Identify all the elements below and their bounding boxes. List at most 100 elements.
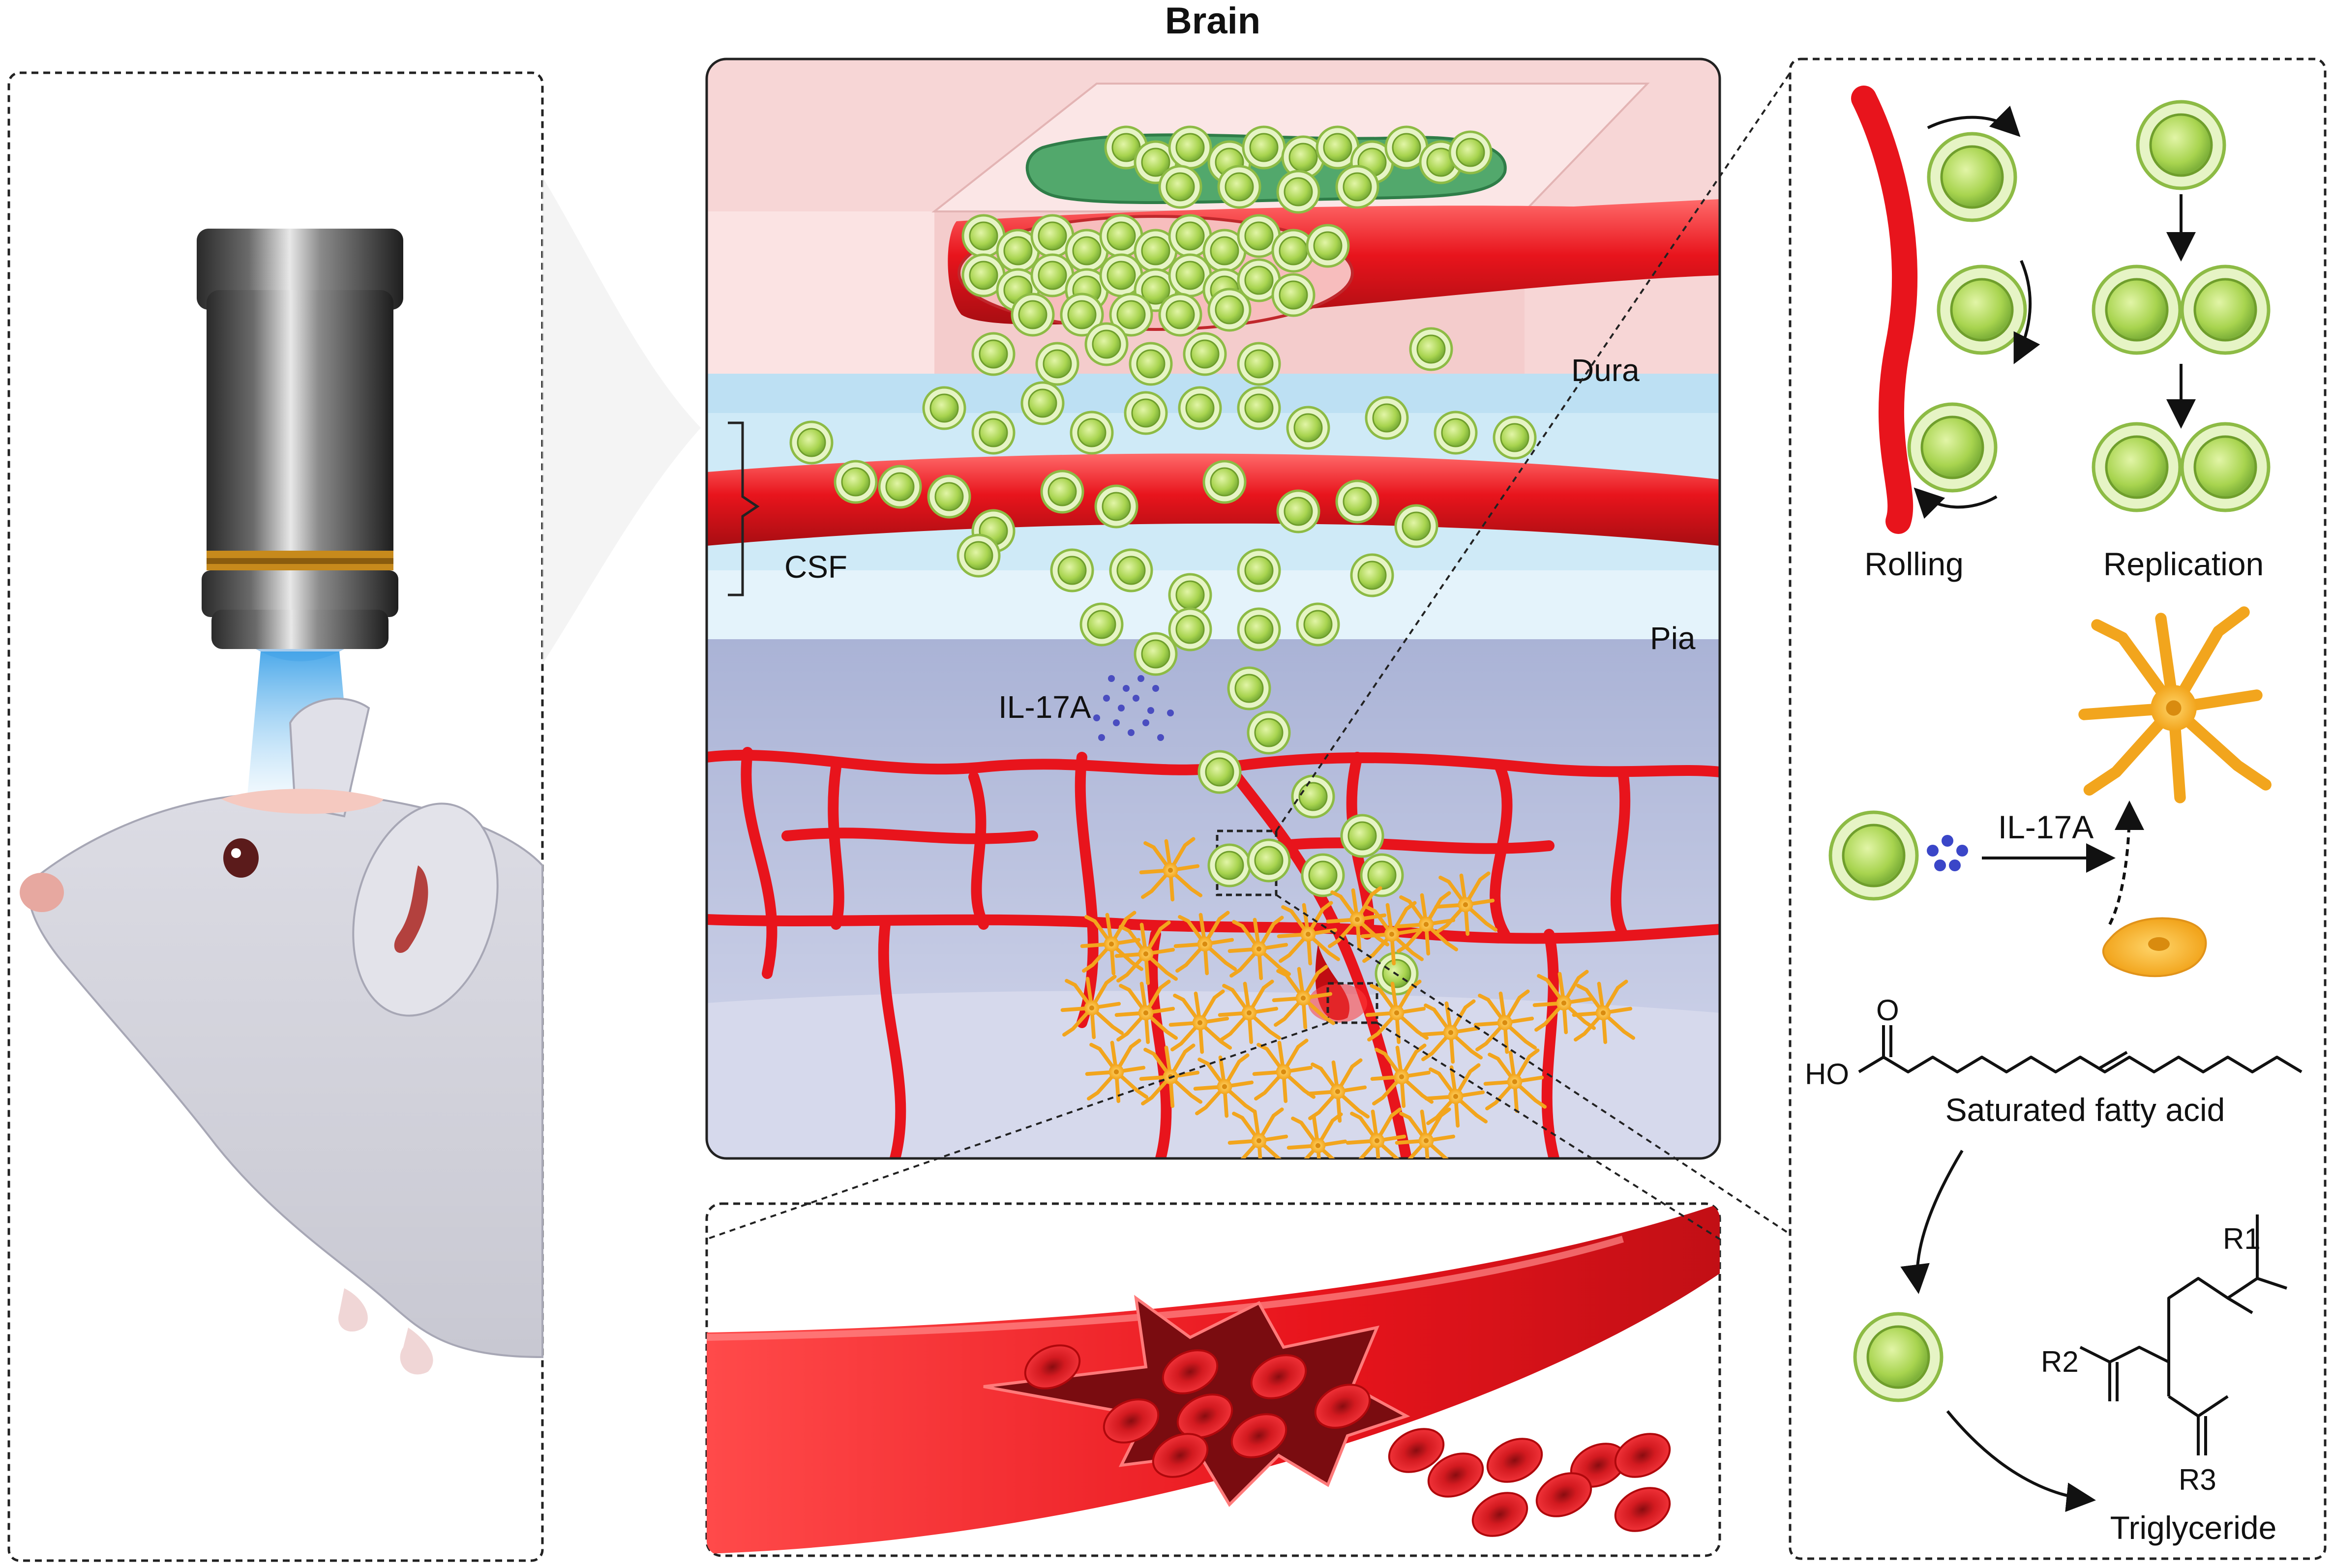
red-blood-cell <box>1388 1428 1445 1473</box>
t-cell <box>1209 289 1250 330</box>
t-cell <box>879 466 921 507</box>
t-cell <box>1337 481 1378 522</box>
csf-label: CSF <box>784 549 847 585</box>
red-blood-cell <box>1314 1384 1371 1429</box>
il17a-label: IL-17A <box>998 689 1091 725</box>
t-cell <box>1086 324 1127 365</box>
red-blood-cell <box>1614 1487 1671 1532</box>
mouse-illustration <box>20 698 543 1375</box>
il17a-secretion-dots <box>1927 835 1968 871</box>
left-panel <box>7 71 701 1562</box>
red-blood-cell <box>1250 1354 1307 1399</box>
t-cell <box>1410 328 1452 370</box>
t-cell <box>791 422 832 463</box>
red-blood-cell <box>1152 1433 1209 1478</box>
t-cell <box>1184 333 1226 375</box>
csf-bracket <box>728 421 760 596</box>
t-cell <box>1160 166 1201 207</box>
t-cell <box>1342 815 1383 857</box>
replication-label: Replication <box>2103 546 2264 582</box>
t-cell <box>1199 751 1240 793</box>
zoom-box-hemorrhage <box>1326 982 1378 1024</box>
red-blood-cell <box>1427 1452 1484 1498</box>
t-cell <box>924 387 965 429</box>
t-cell <box>1337 166 1378 207</box>
t-cell <box>1228 668 1270 709</box>
r3-label: R3 <box>2179 1463 2216 1496</box>
red-blood-cell <box>1230 1413 1287 1458</box>
t-cell <box>1248 712 1289 753</box>
t-cell <box>1278 171 1319 212</box>
t-cell <box>1287 407 1329 448</box>
t-cell <box>1169 609 1211 650</box>
t-cell <box>1494 417 1535 458</box>
saturated-fatty-acid-label: Saturated fatty acid <box>1945 1092 2225 1128</box>
r3-text: R3 <box>2179 1463 2216 1496</box>
red-blood-cell <box>1614 1433 1671 1478</box>
t-cell <box>1071 412 1112 453</box>
t-cell <box>1238 387 1280 429</box>
red-blood-cell <box>1176 1393 1233 1439</box>
r2-label: R2 <box>2041 1345 2079 1378</box>
red-blood-cell <box>1024 1344 1081 1390</box>
right-panel: Rolling Replication IL-17A HO O Sat <box>1789 58 2327 1560</box>
t-cell <box>1273 274 1314 316</box>
t-cell <box>1297 604 1339 645</box>
t-cell <box>1361 855 1403 896</box>
t-cell <box>1204 461 1245 503</box>
t-cell <box>1450 132 1491 173</box>
zoom-connectors <box>706 72 1791 1240</box>
saturated-fatty-acid-structure <box>1858 1025 2303 1073</box>
red-blood-cell <box>1471 1492 1528 1537</box>
t-cell <box>1110 550 1152 591</box>
red-blood-cell <box>1162 1349 1219 1394</box>
red-blood-cell <box>1486 1438 1543 1483</box>
t-cell <box>1012 294 1053 335</box>
t-cell <box>835 461 876 503</box>
t-cell <box>1081 604 1122 645</box>
t-cell <box>1366 397 1407 439</box>
t-cell <box>1209 845 1250 886</box>
t-cell <box>1243 127 1285 168</box>
t-cell <box>1042 471 1083 512</box>
t-cell <box>1435 412 1476 453</box>
t-cell <box>1351 555 1393 596</box>
chem-ho-label: HO <box>1805 1058 1849 1091</box>
t-cell <box>1219 166 1260 207</box>
rolling-label: Rolling <box>1864 546 1964 582</box>
pia-label: Pia <box>1650 621 1696 656</box>
red-blood-cell <box>1535 1472 1592 1517</box>
red-blood-cell <box>1103 1398 1160 1444</box>
t-cell <box>973 412 1014 453</box>
t-cell <box>1238 550 1280 591</box>
t-cell <box>1051 550 1093 591</box>
t-cell <box>1037 343 1078 385</box>
r1-text: R1 <box>2223 1222 2261 1255</box>
dura-label: Dura <box>1571 353 1640 388</box>
t-cell <box>1238 343 1280 385</box>
triglyceride-label: Triglyceride <box>2110 1509 2277 1546</box>
brain-section-panel: Dura CSF Pia IL-17A <box>705 58 1721 1160</box>
t-cell <box>958 535 999 576</box>
t-cell <box>973 333 1014 375</box>
il17a-dots <box>1093 675 1174 741</box>
t-cell <box>928 476 970 517</box>
t-cell <box>1096 486 1137 527</box>
t-cell <box>1248 840 1289 881</box>
t-cell <box>1238 609 1280 650</box>
title: Brain <box>1165 0 1260 42</box>
hemorrhage-inset <box>705 1202 1721 1557</box>
t-cell <box>1307 225 1348 266</box>
microscope-objective-icon <box>197 229 403 661</box>
t-cell <box>1130 343 1171 385</box>
r2-text: R2 <box>2041 1345 2079 1378</box>
rolling-vessel-icon <box>1851 86 1918 534</box>
t-cell <box>1302 855 1344 896</box>
center-panel-border <box>705 58 1721 1160</box>
t-cell <box>1022 383 1063 424</box>
chem-o-label: O <box>1876 994 1899 1027</box>
r1-label: R1 <box>2223 1222 2261 1255</box>
t-cell <box>1125 392 1166 434</box>
